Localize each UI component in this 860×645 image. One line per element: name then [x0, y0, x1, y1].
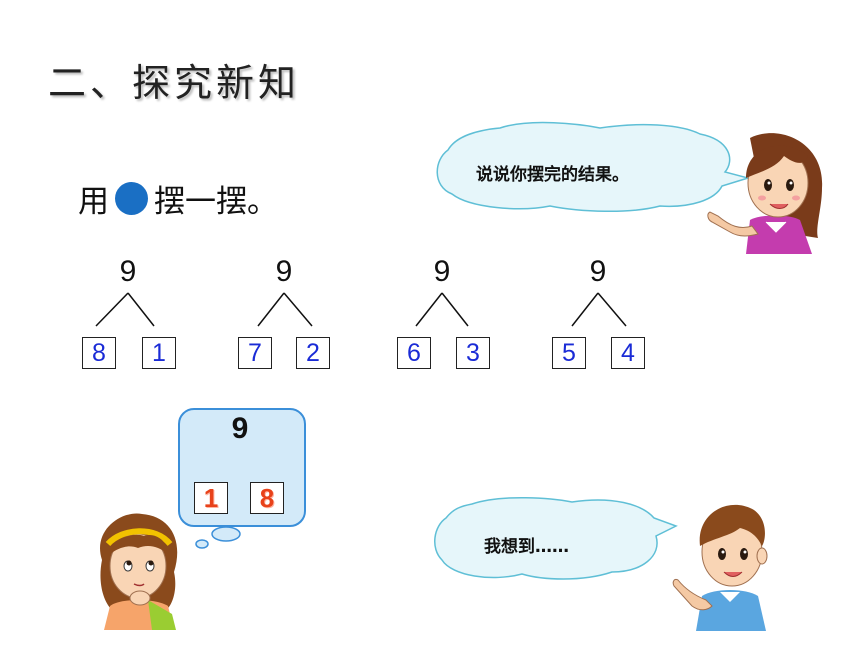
thought-bubble-tail — [195, 526, 241, 549]
tree-4-lines — [571, 292, 627, 327]
girl-figure — [100, 513, 178, 630]
thought-left-box: 1 — [194, 482, 228, 514]
thought-tree-total: 9 — [231, 412, 249, 445]
counter-dot-icon — [115, 182, 148, 215]
teacher-speech-text: 说说你摆完的结果。 — [476, 165, 629, 185]
boy-speech-text: 我想到…… — [484, 537, 569, 557]
boy-speech-bubble — [434, 496, 678, 580]
tree-2-left-box: 7 — [238, 337, 272, 369]
thought-right-box: 8 — [250, 482, 284, 514]
tree-3-total: 9 — [433, 255, 451, 288]
tree-4-right-box: 4 — [611, 337, 645, 369]
tree-4-total: 9 — [589, 255, 607, 288]
tree-2-lines — [257, 292, 313, 327]
tree-1-left-box: 8 — [82, 337, 116, 369]
tree-4-left-box: 5 — [552, 337, 586, 369]
teacher-speech-bubble — [436, 121, 751, 213]
tree-3-left-box: 6 — [397, 337, 431, 369]
boy-figure — [672, 504, 768, 631]
tree-1-right-box: 1 — [142, 337, 176, 369]
tree-1-lines — [95, 292, 155, 327]
tree-3-lines — [415, 292, 469, 327]
tree-2-right-box: 2 — [296, 337, 330, 369]
tree-1-total: 9 — [119, 255, 137, 288]
instruction-suffix: 摆一摆。 — [154, 184, 278, 220]
instruction-prefix: 用 — [78, 184, 109, 220]
tree-3-right-box: 3 — [456, 337, 490, 369]
tree-2-total: 9 — [275, 255, 293, 288]
section-title: 二、探究新知 — [48, 61, 301, 105]
instruction: 用 摆一摆。 — [78, 176, 278, 221]
teacher-figure — [707, 133, 823, 254]
